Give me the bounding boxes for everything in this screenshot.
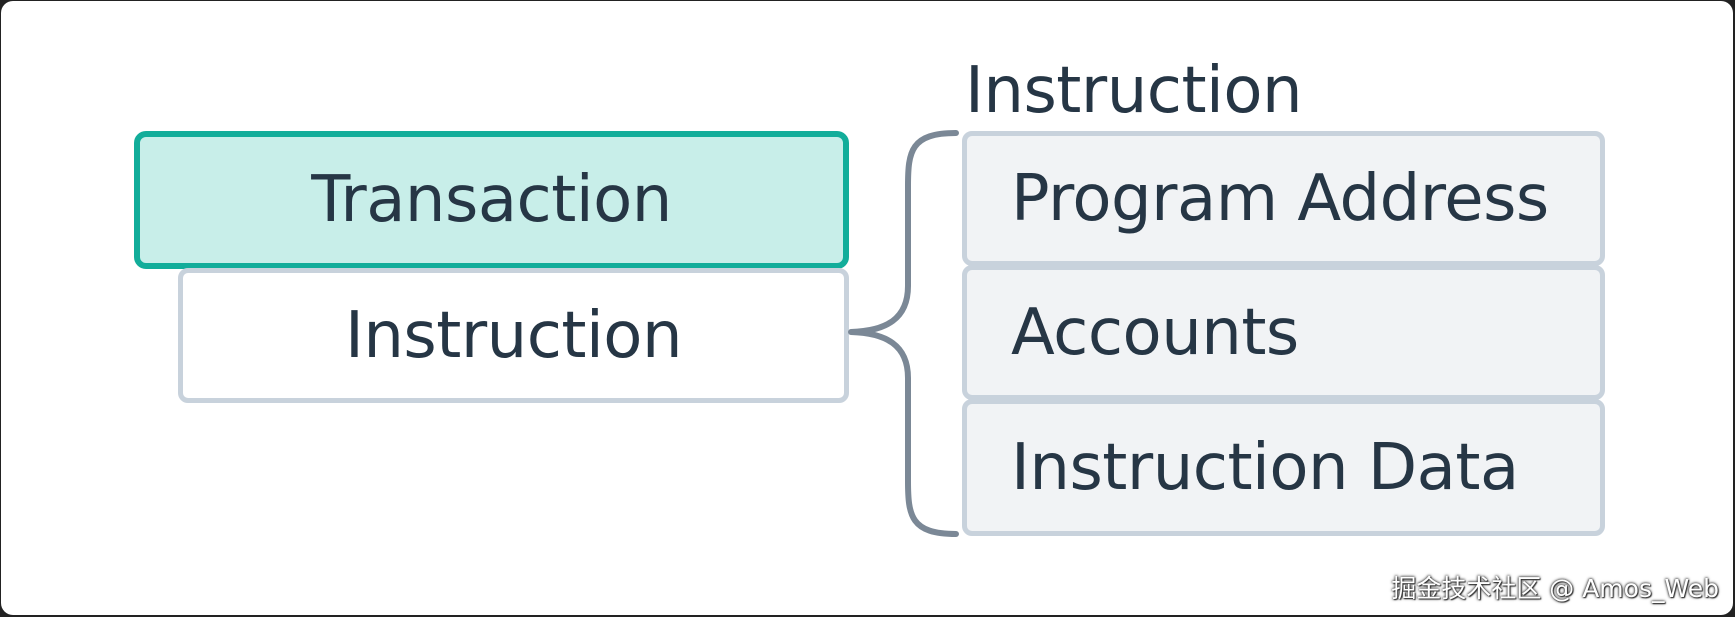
program-address-label: Program Address bbox=[1011, 161, 1549, 236]
transaction-box: Transaction bbox=[134, 131, 849, 269]
accounts-label: Accounts bbox=[1011, 295, 1299, 370]
instruction-data-box: Instruction Data bbox=[962, 399, 1605, 536]
instruction-label: Instruction bbox=[344, 298, 683, 373]
instruction-data-label: Instruction Data bbox=[1011, 430, 1519, 505]
curly-brace bbox=[848, 130, 959, 537]
watermark: 掘金技术社区 @ Amos_Web bbox=[1391, 574, 1719, 603]
instruction-box: Instruction bbox=[178, 268, 849, 403]
instruction-heading: Instruction bbox=[965, 54, 1303, 128]
accounts-box: Accounts bbox=[962, 265, 1605, 400]
transaction-label: Transaction bbox=[311, 163, 672, 237]
program-address-box: Program Address bbox=[962, 131, 1605, 266]
